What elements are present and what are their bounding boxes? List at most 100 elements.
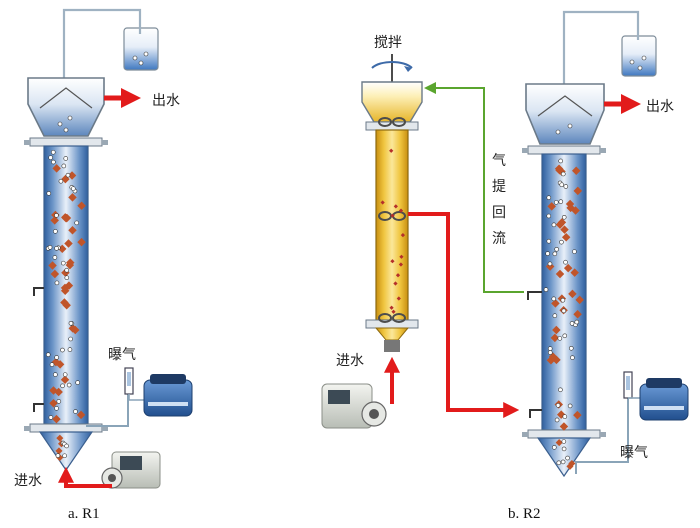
air-bubble bbox=[61, 163, 67, 169]
air-blower-r1 bbox=[143, 374, 193, 417]
sludge-granule bbox=[395, 273, 401, 278]
settler-r1 bbox=[27, 77, 105, 137]
flange-bottom-r2b bbox=[522, 429, 606, 439]
air-bubble bbox=[563, 184, 569, 189]
sludge-granule bbox=[380, 200, 385, 205]
air-bubble bbox=[64, 443, 69, 449]
sludge-granule bbox=[68, 324, 78, 333]
cone-r2 bbox=[536, 437, 592, 478]
air-bubble bbox=[552, 251, 558, 257]
reactor-r2-anaerobic bbox=[321, 54, 423, 429]
air-bubble bbox=[74, 220, 79, 226]
flowmeter-r2 bbox=[623, 371, 633, 399]
sludge-granule bbox=[566, 462, 574, 470]
air-bubble bbox=[558, 387, 563, 393]
air-bubble bbox=[552, 445, 557, 450]
sludge-granule bbox=[393, 281, 398, 286]
air-bubble bbox=[62, 372, 68, 377]
sludge-granule bbox=[50, 269, 60, 279]
air-bubble bbox=[54, 355, 59, 360]
air-bubble bbox=[50, 149, 56, 155]
air-bubble bbox=[64, 267, 70, 273]
sludge-granule bbox=[66, 258, 75, 267]
air-bubble bbox=[561, 214, 567, 220]
stirrer-rotation-icon bbox=[371, 61, 413, 69]
air-bubble bbox=[47, 245, 53, 250]
air-bubble bbox=[561, 439, 567, 444]
cone-r1 bbox=[38, 431, 94, 472]
dosing-beaker-r2 bbox=[621, 35, 657, 77]
air-bubble bbox=[70, 186, 76, 191]
air-bubble bbox=[68, 336, 73, 342]
flange-top-r2b bbox=[522, 145, 606, 155]
sludge-granule bbox=[76, 410, 86, 420]
air-bubble bbox=[574, 319, 580, 325]
flange-top-r2a bbox=[365, 121, 419, 131]
air-bubble bbox=[546, 195, 552, 200]
sludge-granule bbox=[64, 239, 73, 248]
aeration-pipe-r1 bbox=[86, 394, 129, 427]
air-bubble bbox=[60, 260, 66, 266]
air-bubble bbox=[568, 345, 574, 351]
sludge-granule bbox=[399, 254, 404, 259]
sludge-granule bbox=[398, 208, 404, 213]
air-bubble bbox=[73, 409, 78, 414]
sludge-granule bbox=[49, 398, 58, 408]
air-bubble bbox=[562, 333, 568, 339]
flange-bottom-r2a bbox=[365, 319, 419, 329]
sludge-granule bbox=[389, 148, 394, 153]
air-bubble bbox=[546, 213, 552, 219]
air-bubble bbox=[543, 287, 549, 292]
air-bubble bbox=[547, 346, 553, 351]
sludge-granule bbox=[77, 237, 86, 247]
r1-aeration-label: 曝气 bbox=[108, 347, 136, 363]
air-bubble bbox=[51, 159, 56, 165]
air-bubble bbox=[565, 455, 570, 461]
r2-inlet-label: 进水 bbox=[336, 353, 364, 369]
aeration-pipe-r2 bbox=[575, 396, 629, 474]
sludge-granule bbox=[396, 296, 401, 301]
air-bubble bbox=[46, 191, 52, 196]
r2-stir-label: 搅拌 bbox=[374, 35, 402, 51]
sludge-granule bbox=[390, 213, 395, 218]
impellers bbox=[378, 117, 406, 323]
air-bubble bbox=[558, 158, 563, 164]
air-bubble bbox=[560, 459, 566, 465]
air-bubble bbox=[557, 336, 563, 341]
settler-r2-anaerobic bbox=[361, 81, 423, 123]
air-bubble bbox=[547, 261, 553, 267]
sludge-granule bbox=[570, 268, 579, 277]
sludge-granule bbox=[60, 298, 69, 307]
peristaltic-pump-r1 bbox=[101, 451, 161, 489]
sludge-granule bbox=[568, 289, 577, 299]
sludge-granule bbox=[398, 262, 404, 267]
sludge-granule bbox=[390, 259, 395, 264]
air-bubble bbox=[546, 238, 552, 244]
air-bubble bbox=[54, 406, 59, 411]
gas-lift-return-line bbox=[424, 82, 524, 293]
air-bubble bbox=[572, 249, 577, 254]
air-bubble bbox=[75, 380, 80, 385]
transfer-flow-arrow bbox=[408, 212, 520, 418]
air-bubble bbox=[556, 460, 562, 466]
sludge-granule bbox=[575, 295, 584, 305]
air-bubble bbox=[55, 453, 61, 458]
air-bubble bbox=[48, 155, 53, 160]
sludge-granule bbox=[389, 305, 394, 310]
sludge-granule bbox=[55, 447, 63, 455]
air-bubble bbox=[66, 382, 72, 388]
sludge-granule bbox=[573, 410, 582, 420]
column-r2-anaerobic bbox=[375, 129, 409, 321]
r2-gas-return-label: 气提回流 bbox=[492, 153, 506, 247]
caption-r2: b. R2 bbox=[508, 506, 541, 522]
air-bubble bbox=[551, 222, 557, 228]
air-bubble bbox=[53, 229, 58, 234]
sludge-granule bbox=[555, 269, 565, 279]
air-bubble bbox=[60, 347, 65, 353]
air-bubble bbox=[555, 403, 561, 408]
reactor-r2-aerobic bbox=[522, 10, 689, 478]
sludge-granule bbox=[50, 216, 59, 225]
air-bubble bbox=[64, 275, 70, 281]
inlet-flow-arrow-r1 bbox=[58, 466, 112, 488]
air-bubble bbox=[554, 417, 560, 423]
